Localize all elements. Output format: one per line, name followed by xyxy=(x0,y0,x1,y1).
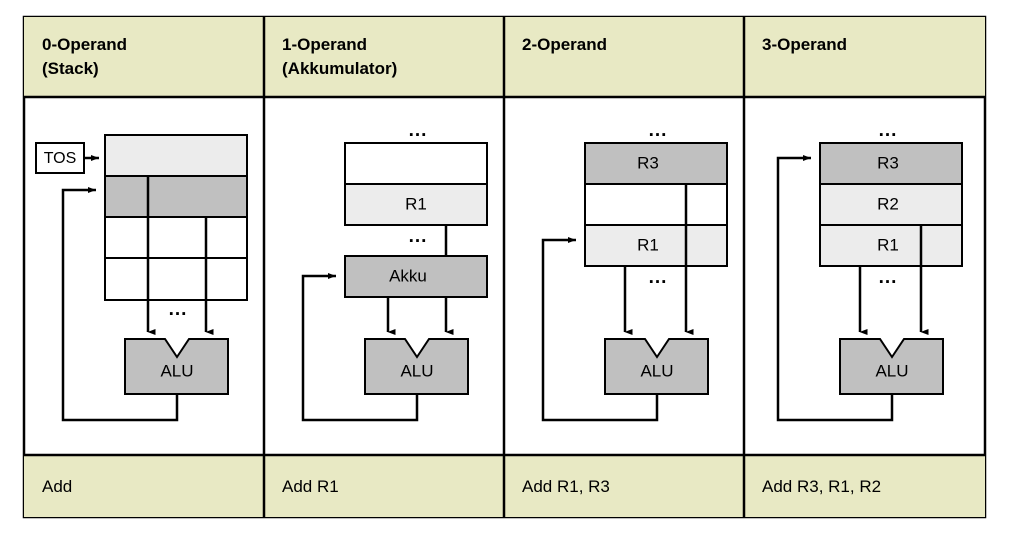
diagram-0-operand: TOS ... ALU xyxy=(35,134,248,422)
register-label-r1-2: R1 xyxy=(637,235,659,254)
ellipsis-reg-top-2: ... xyxy=(649,120,668,141)
ellipsis-reg-bottom-3: ... xyxy=(879,267,898,288)
result-feedback-path-3 xyxy=(776,155,894,422)
header-1-operand-line1: 1-Operand xyxy=(282,35,367,54)
result-feedback-path-2 xyxy=(541,237,659,422)
tos-label: TOS xyxy=(44,150,77,167)
register-box-3: R3 R2 R1 xyxy=(819,142,963,267)
ellipsis-reg-top-1: ... xyxy=(409,120,428,141)
ellipsis-reg-bottom-2: ... xyxy=(649,267,668,288)
ellipsis-stack-bottom: ... xyxy=(169,299,188,320)
stack-cell-3 xyxy=(104,257,248,301)
result-feedback-path-1 xyxy=(301,273,419,422)
register-label-r2-3: R2 xyxy=(877,194,899,213)
header-2-operand-line1: 2-Operand xyxy=(522,35,607,54)
register-label-r3-3: R3 xyxy=(877,153,899,172)
column-headers: 0-Operand (Stack) 1-Operand (Akkumulator… xyxy=(42,35,847,78)
stack-box xyxy=(104,134,248,301)
alu-label: ALU xyxy=(160,361,193,380)
stack-cell-0 xyxy=(104,134,248,177)
instruction-0-operand: Add xyxy=(42,477,72,496)
header-1-operand-line2: (Akkumulator) xyxy=(282,59,397,78)
stack-cell-2 xyxy=(104,216,248,259)
alu-label-1: ALU xyxy=(400,361,433,380)
instruction-2-operand: Add R1, R3 xyxy=(522,477,610,496)
alu-block: ALU xyxy=(124,338,229,395)
header-3-operand-line1: 3-Operand xyxy=(762,35,847,54)
diagram-3-operand: ... R3 R2 R1 ... ALU xyxy=(776,120,963,422)
header-0-operand-line2: (Stack) xyxy=(42,59,99,78)
alu-block-2: ALU xyxy=(604,338,709,395)
alu-block-1: ALU xyxy=(364,338,469,395)
register-cell-r3-2 xyxy=(584,142,728,185)
diagram-1-operand: ... R1 ... Akku ALU xyxy=(301,120,488,422)
ellipsis-reg-top-3: ... xyxy=(879,120,898,141)
register-cell-empty-2 xyxy=(584,183,728,226)
instruction-3-operand: Add R3, R1, R2 xyxy=(762,477,881,496)
register-label-r3-2: R3 xyxy=(637,153,659,172)
register-label-r1: R1 xyxy=(405,194,427,213)
register-label-r1-3: R1 xyxy=(877,235,899,254)
instruction-1-operand: Add R1 xyxy=(282,477,339,496)
tos-pointer: TOS xyxy=(35,142,99,174)
alu-label-3: ALU xyxy=(875,361,908,380)
header-0-operand-line1: 0-Operand xyxy=(42,35,127,54)
alu-block-3: ALU xyxy=(839,338,944,395)
stack-cell-1 xyxy=(104,175,248,218)
register-box-1: R1 xyxy=(344,142,488,226)
register-cell-r1 xyxy=(344,183,488,226)
register-cell-empty xyxy=(344,142,488,185)
register-cell-r1-3 xyxy=(819,224,963,267)
instruction-row: Add Add R1 Add R1, R3 Add R3, R1, R2 xyxy=(42,477,881,496)
diagram-2-operand: ... R3 R1 ... ALU xyxy=(541,120,728,422)
table-frame xyxy=(22,15,987,519)
accumulator-block: Akku xyxy=(344,255,488,298)
ellipsis-reg-mid-1: ... xyxy=(409,226,428,247)
alu-label-2: ALU xyxy=(640,361,673,380)
register-cell-r2-3 xyxy=(819,183,963,226)
register-box-2: R3 R1 xyxy=(584,142,728,267)
result-feedback-path xyxy=(61,187,179,422)
register-cell-r1-2 xyxy=(584,224,728,267)
accumulator-label: Akku xyxy=(389,266,427,285)
